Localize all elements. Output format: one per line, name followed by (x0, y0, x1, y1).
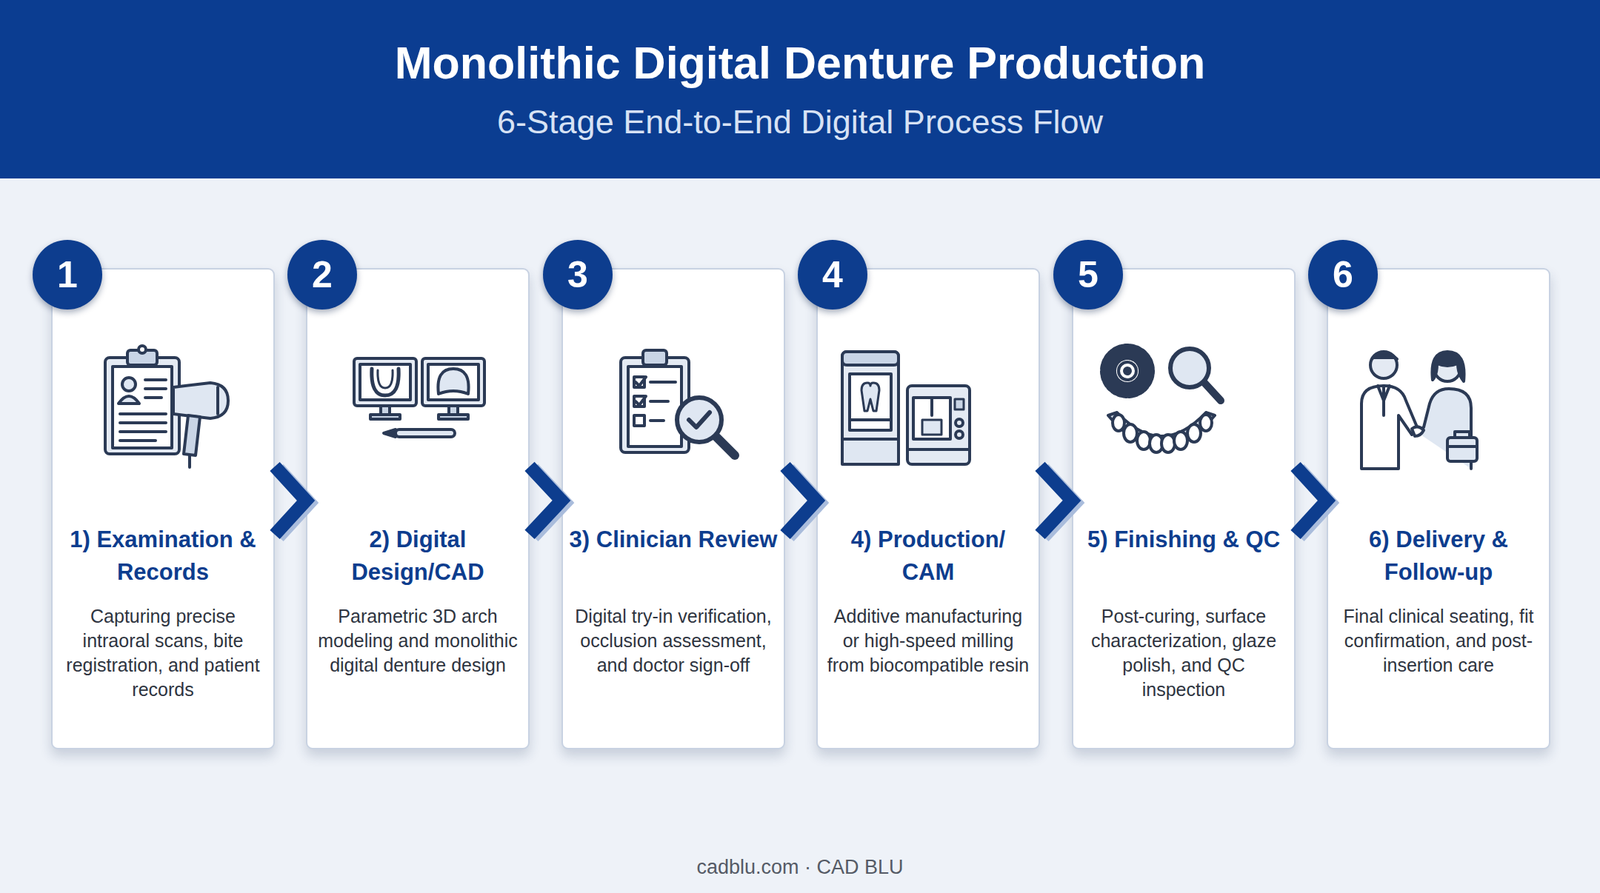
flow-arrow-shadow (278, 468, 310, 538)
flow-arrow (785, 466, 817, 535)
step-description: Capturing precise intraoral scans, bite … (61, 604, 265, 703)
step-title: 4) Production/ CAM (823, 523, 1033, 589)
step-description: Digital try-in verification, occlusion a… (571, 604, 775, 678)
step-number: 3 (542, 240, 613, 310)
step-number: 5 (1053, 240, 1123, 310)
diagram-title: Monolithic Digital Denture Production (0, 37, 1600, 89)
step-description: Additive manufacturing or high-speed mil… (826, 604, 1030, 678)
process-card: 66) Delivery & Follow-upFinal clinical s… (1326, 268, 1551, 750)
step-title: 5) Finishing & QC (1079, 523, 1289, 557)
flow-arrow (1040, 466, 1072, 535)
review-checklist-icon (620, 350, 735, 456)
step-description: Parametric 3D arch modeling and monolith… (316, 604, 520, 678)
flow-arrow (529, 466, 562, 535)
step-title: 6) Delivery & Follow-up (1334, 523, 1543, 589)
flow-arrow-shadow (533, 468, 566, 538)
header-band (0, 0, 1600, 179)
printer-mill-icon (842, 351, 970, 465)
process-card: 33) Clinician ReviewDigital try-in verif… (561, 268, 786, 750)
process-card: 44) Production/ CAMAdditive manufacturin… (816, 268, 1040, 750)
flow-arrow (1295, 466, 1327, 535)
step-title: 3) Clinician Review (568, 523, 778, 557)
process-card: 55) Finishing & QCPost-curing, surface c… (1071, 268, 1296, 750)
process-card: 22) Digital Design/CADParametric 3D arch… (305, 268, 530, 750)
flow-arrow-shadow (788, 468, 820, 538)
flow-arrow-shadow (1299, 468, 1331, 538)
process-card: 11) Examination & RecordsCapturing preci… (51, 268, 275, 750)
step-description: Final clinical seating, fit confirmation… (1337, 604, 1540, 678)
step-number: 2 (287, 240, 358, 310)
cad-monitors-icon (354, 358, 485, 438)
step-number: 4 (797, 240, 868, 310)
step-title: 2) Digital Design/CAD (313, 523, 523, 589)
flow-arrow-shadow (1043, 468, 1076, 538)
step-number: 1 (32, 240, 103, 310)
step-number: 6 (1308, 240, 1378, 310)
subtitle: 6-Stage End-to-End Digital Process Flow (0, 103, 1600, 141)
handshake-icon (1361, 351, 1478, 469)
records-scanner-icon (105, 345, 229, 468)
step-description: Post-curing, surface characterization, g… (1082, 604, 1286, 703)
finishing-qc-icon (1108, 348, 1221, 453)
flow-arrow (274, 466, 306, 535)
footer-credit: cadblu.com · CAD BLU (0, 854, 1600, 880)
step-title: 1) Examination & Records (58, 523, 268, 589)
